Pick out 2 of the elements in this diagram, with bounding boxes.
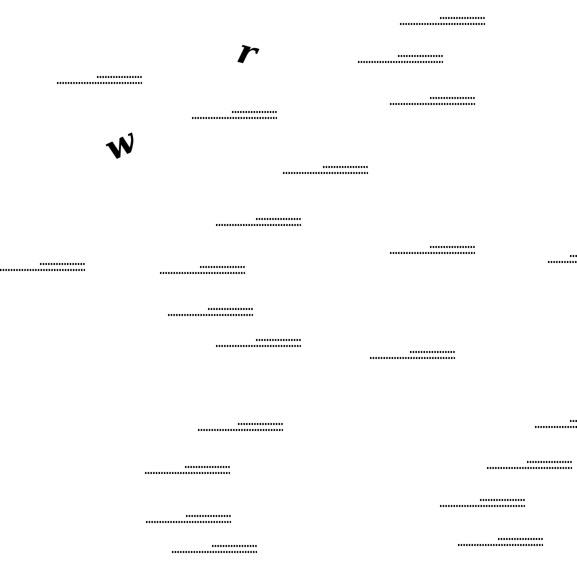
letter-glyph: r bbox=[234, 34, 260, 72]
letter-glyph: w bbox=[100, 123, 142, 167]
